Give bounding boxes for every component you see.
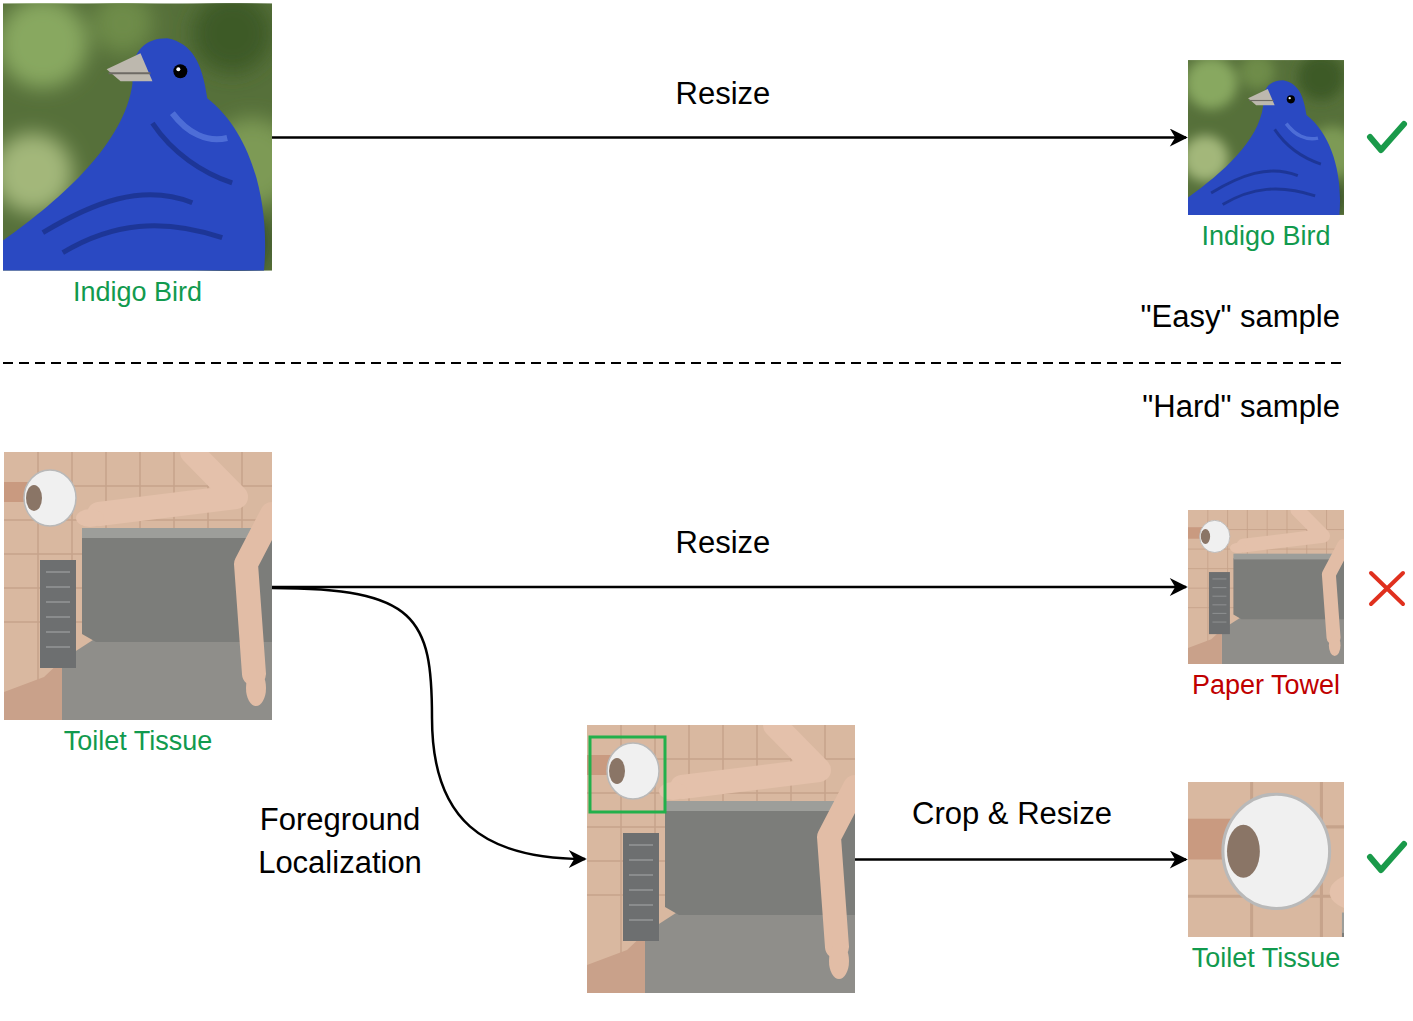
bird-photo-small [1188,60,1344,215]
image-caption: Paper Towel [1192,670,1340,701]
edge-label: Resize [676,72,771,115]
image-node: Paper Towel [1188,510,1344,664]
divider-line [3,362,1343,364]
image-node: Toilet Tissue [4,452,272,720]
image-caption: Indigo Bird [73,277,202,308]
arrow-connector [272,586,1186,589]
bathroom-photo-localized [587,725,855,993]
bathroom-photo [4,452,272,720]
image-caption: Toilet Tissue [64,726,213,757]
edge-label: Foreground Localization [250,798,430,884]
arrow-connector [855,858,1186,861]
edge-label: Resize [676,521,771,564]
arrow-connector [272,136,1186,139]
bird-photo [3,3,272,271]
check-mark [1370,124,1404,150]
image-node: Toilet Tissue [1188,782,1344,937]
edge-label: Crop & Resize [912,792,1112,835]
section-label: "Hard" sample [1142,389,1340,425]
image-node: Indigo Bird [3,3,272,271]
image-node: Indigo Bird [1188,60,1344,215]
cross-mark [1371,573,1403,604]
bathroom-photo-small [1188,510,1344,664]
image-node [587,725,855,993]
image-caption: Indigo Bird [1201,221,1330,252]
image-caption: Toilet Tissue [1192,943,1341,974]
section-label: "Easy" sample [1141,299,1340,335]
check-mark [1370,844,1404,870]
toilet-roll-crop [1188,782,1344,937]
